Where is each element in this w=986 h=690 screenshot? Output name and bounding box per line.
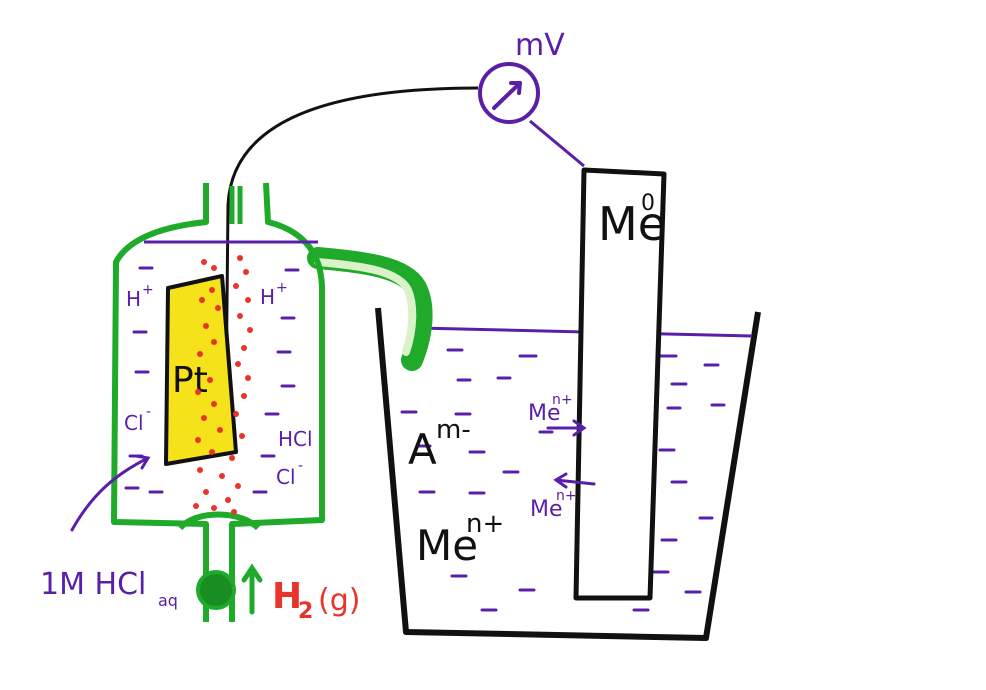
hydrogen-gas-label: H 2 (g) — [272, 576, 360, 624]
beaker-labels: A m- Me n+ — [408, 415, 504, 570]
vessel-inner-wall — [229, 186, 243, 224]
voltmeter-needle-icon — [492, 81, 522, 110]
cl-minus-left: Cl — [124, 411, 144, 435]
gas-frit — [177, 511, 261, 531]
cl-minus-right: Cl — [276, 465, 296, 489]
metal-electrode-bar — [573, 167, 667, 601]
hydrogen-bubbles — [193, 255, 253, 515]
metal-electrode-label: Me — [598, 197, 666, 251]
wire-pt-to-voltmeter — [224, 86, 479, 401]
platinum-electrode: Pt — [164, 274, 238, 466]
metal-electrode-superscript: 0 — [641, 191, 655, 216]
platinum-plate — [164, 274, 238, 466]
vessel-body — [111, 182, 325, 622]
gas-valve-icon[interactable] — [196, 570, 236, 610]
h-plus-left-charge: + — [142, 282, 154, 298]
hydrogen-electrode-vessel — [111, 182, 433, 622]
cl-minus-left-charge: - — [146, 404, 151, 420]
beaker-wall — [375, 307, 761, 641]
gas-label-state: (g) — [318, 583, 360, 618]
metal-ion-out-charge: n+ — [556, 488, 577, 504]
ion-exchange: Me n+ Me n+ — [528, 392, 596, 522]
salt-bridge-tube — [307, 247, 433, 371]
acid-pointer-arrow-icon — [70, 454, 151, 532]
vessel-ion-labels: H + H + Cl - HCl Cl - — [124, 280, 313, 489]
arrow-out-of-electrode-icon — [553, 472, 596, 489]
h-plus-left: H — [126, 287, 141, 311]
gas-inlet-arrow-icon — [241, 563, 263, 615]
metal-ion-out-label: Me — [530, 497, 563, 522]
gas-label-subscript: 2 — [298, 599, 313, 624]
arrow-into-electrode-icon — [546, 419, 587, 437]
metal-ion-charge: n+ — [466, 509, 504, 539]
cl-minus-right-charge: - — [298, 458, 303, 474]
beaker-solution-dashes — [400, 348, 726, 612]
beaker — [375, 307, 761, 641]
metal-ion-in-label: Me — [528, 401, 561, 426]
metal-electrode: Me 0 — [573, 167, 667, 601]
voltmeter: mV — [478, 28, 565, 124]
metal-ion-in-charge: n+ — [552, 392, 573, 408]
anion-label: A — [408, 425, 437, 474]
metal-ion-label: Me — [416, 521, 478, 570]
h-plus-right-charge: + — [276, 280, 288, 296]
platinum-label: Pt — [172, 360, 208, 401]
h-plus-right: H — [260, 285, 275, 309]
hcl-label: HCl — [278, 427, 313, 451]
gas-label-text: H — [272, 576, 302, 617]
acid-label-text: 1M HCl — [40, 567, 146, 602]
acid-label-subscript: aq — [158, 591, 178, 610]
voltmeter-dial — [478, 62, 540, 124]
anion-charge: m- — [436, 415, 471, 445]
salt-bridge-inner — [314, 258, 417, 356]
acid-label: 1M HCl aq — [40, 454, 178, 610]
voltmeter-label: mV — [515, 28, 565, 63]
wire-voltmeter-to-metal — [529, 119, 585, 168]
